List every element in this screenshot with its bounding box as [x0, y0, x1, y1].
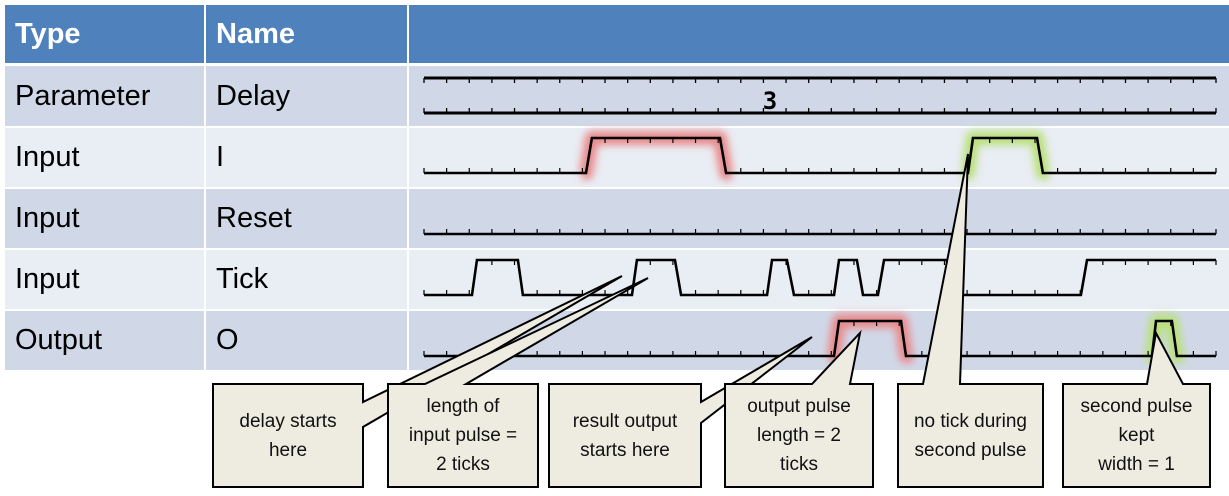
row-type: Input	[5, 189, 204, 248]
row-type: Input	[5, 128, 204, 187]
row-name: I	[206, 128, 407, 187]
row-type: Output	[5, 311, 204, 370]
waveform-cell	[409, 128, 1229, 187]
row-type: Parameter	[5, 66, 204, 126]
signal-o-waveform	[424, 319, 1216, 358]
row-name: Tick	[206, 250, 407, 309]
callout-result-output: result output starts here	[572, 410, 678, 461]
row-name: Delay	[206, 66, 407, 126]
delay-value: 3	[763, 87, 777, 115]
pulse-highlight	[579, 131, 734, 180]
callout-box	[897, 153, 1044, 488]
callout-box	[1062, 329, 1211, 488]
row-type: Input	[5, 250, 204, 309]
header-type: Type	[5, 5, 204, 63]
signal-i-waveform	[424, 136, 1216, 175]
header-name: Name	[206, 5, 407, 63]
waveform-cell	[409, 66, 1229, 126]
highlight-layer	[579, 131, 1185, 363]
callout-layer	[212, 153, 1211, 488]
callout-box	[387, 277, 649, 488]
callout-output-length: output pulse length = 2 ticks	[747, 396, 851, 475]
pulse-highlight	[960, 131, 1050, 180]
signal-tick-waveform	[424, 258, 1216, 297]
callout-no-tick: no tick during second pulse	[913, 410, 1027, 461]
callout-second-pulse: second pulse kept width = 1	[1080, 396, 1193, 475]
waveform-cell	[409, 189, 1229, 248]
callout-box	[548, 336, 813, 488]
row-name: O	[206, 311, 407, 370]
callout-input-length: length of input pulse = 2 ticks	[408, 396, 518, 475]
callout-box	[724, 329, 874, 488]
callout-delay-starts: delay starts here	[239, 410, 337, 461]
header-waveform	[409, 5, 1229, 63]
pulse-highlight	[827, 314, 913, 363]
row-name: Reset	[206, 189, 407, 248]
